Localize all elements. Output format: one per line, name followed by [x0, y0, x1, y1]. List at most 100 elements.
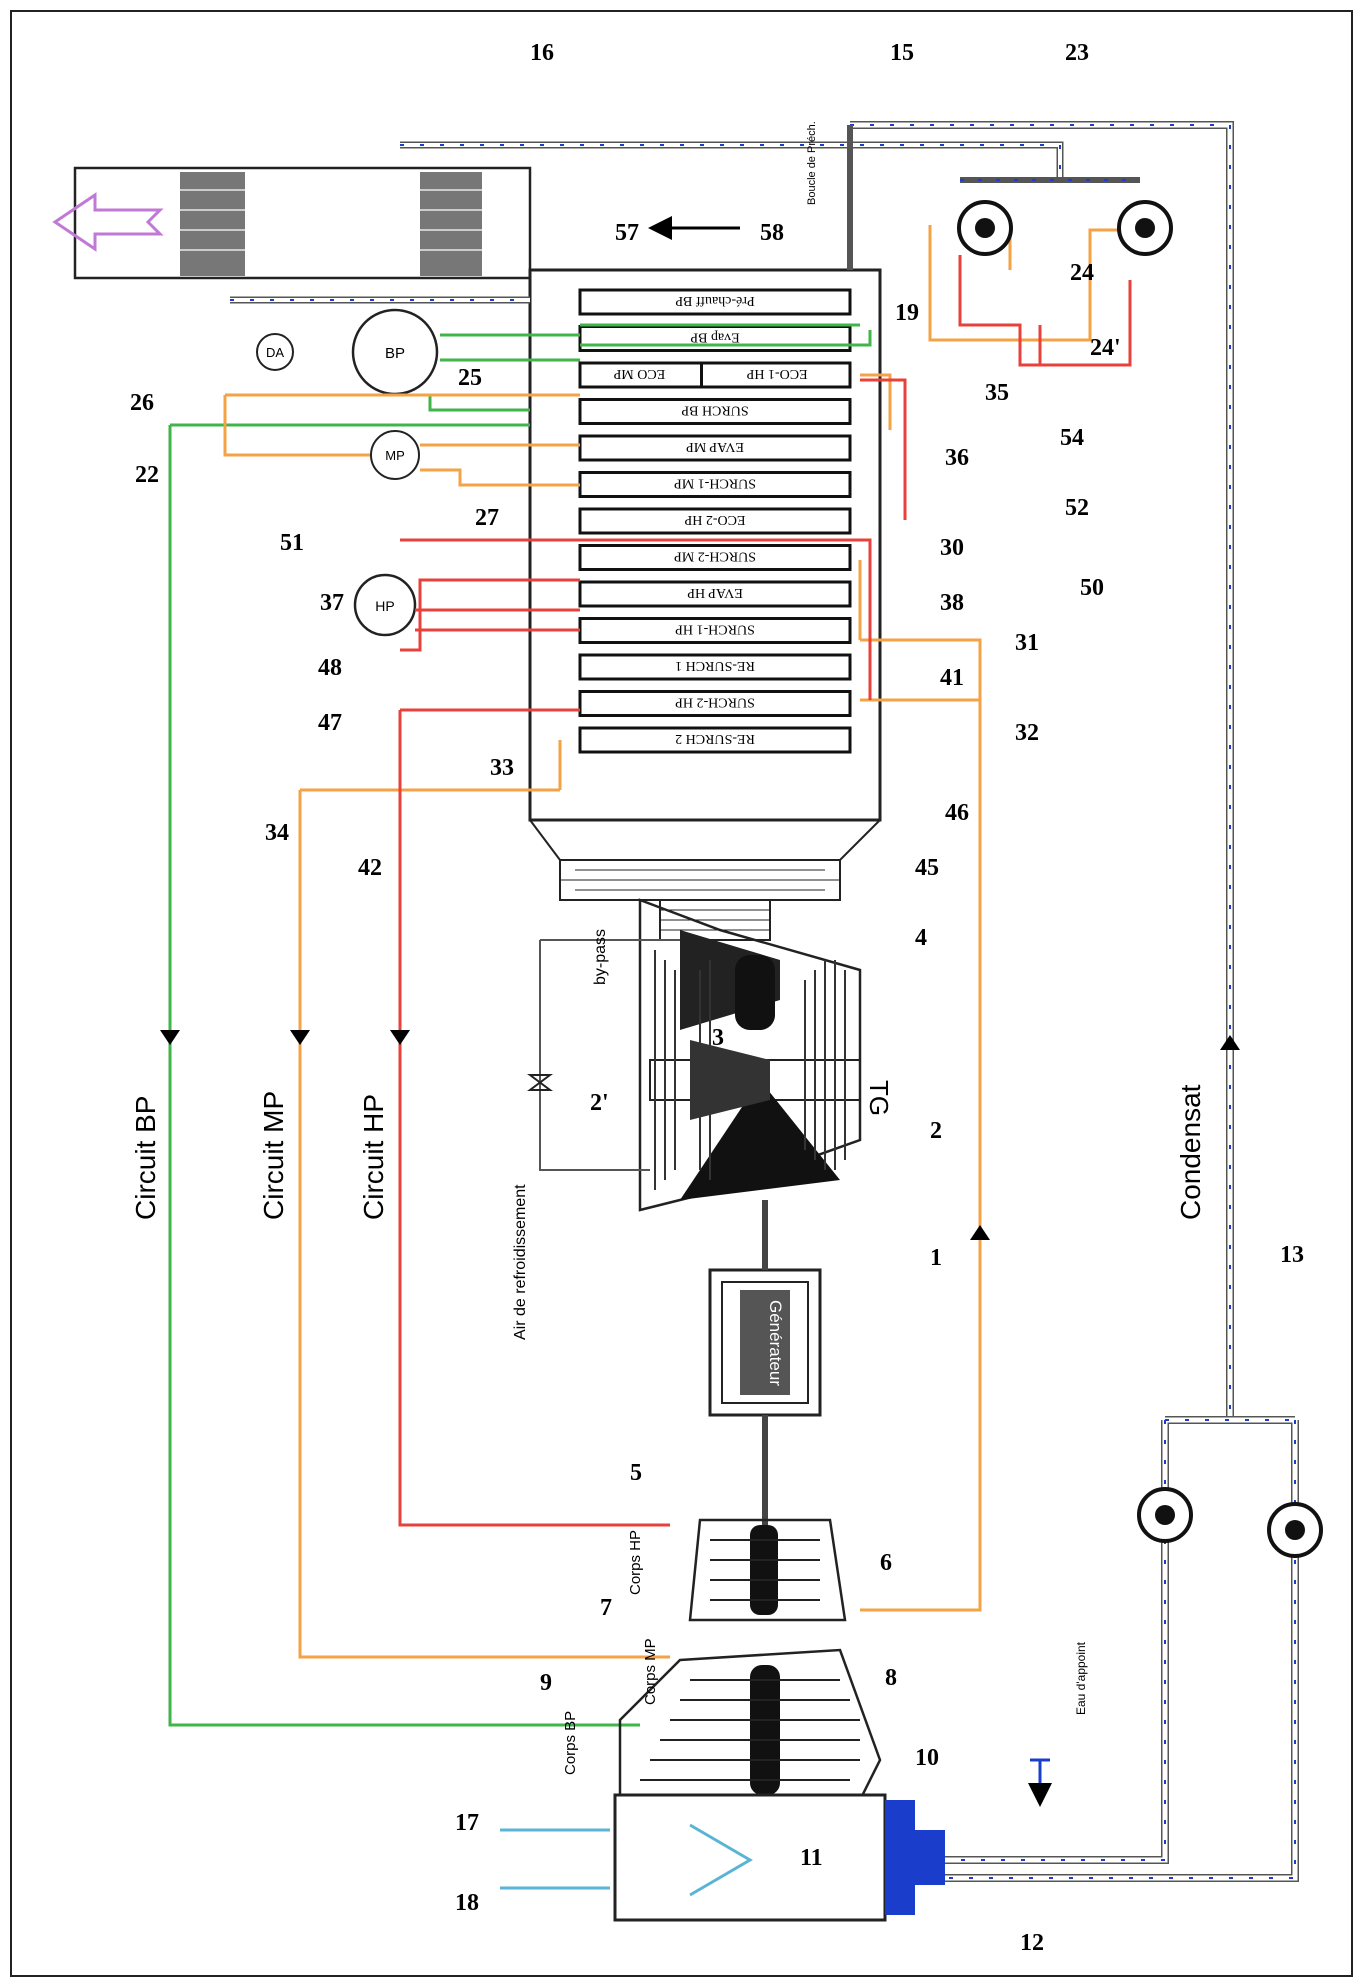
point-42: 42 [358, 855, 382, 881]
point-labels: 1 2 2' 3 4 5 6 7 8 9 10 11 12 13 15 16 1… [130, 40, 1304, 1956]
cooling-air-label: Air de refroidissement [512, 1184, 529, 1340]
circuit-bp-label: Circuit BP [130, 1096, 161, 1220]
hrsg-boiler [52, 166, 882, 941]
point-58: 58 [760, 220, 784, 246]
point-17: 17 [455, 1810, 479, 1836]
point-23: 23 [1065, 40, 1089, 66]
hrsg-module-label: SURCH-2 MP [674, 549, 756, 564]
point-8: 8 [885, 1665, 897, 1691]
point-52: 52 [1065, 495, 1089, 521]
hrsg-module-box [578, 690, 852, 717]
point-32: 32 [1015, 720, 1039, 746]
condensat-label: Condensat [1175, 1084, 1206, 1220]
makeup-water: Eau d'appoint [1028, 1641, 1088, 1807]
point-34: 34 [265, 820, 289, 846]
hrsg-module-label: Pré-chauff BP [675, 293, 755, 308]
point-3: 3 [712, 1025, 724, 1051]
bp-piping [168, 323, 872, 1727]
point-35: 35 [985, 380, 1009, 406]
hrsg-module-label: ECO MP [613, 366, 665, 381]
hrsg-module-label: EVAP MP [686, 439, 744, 454]
point-33: 33 [490, 755, 514, 781]
point-57: 57 [615, 220, 639, 246]
point-51: 51 [280, 530, 304, 556]
hrsg-module-box [578, 288, 852, 316]
point-5: 5 [630, 1460, 642, 1486]
point-10: 10 [915, 1745, 939, 1771]
point-15: 15 [890, 40, 914, 66]
point-47: 47 [318, 710, 342, 736]
point-54: 54 [1060, 425, 1084, 451]
point-12: 12 [1020, 1930, 1044, 1956]
hrsg-module-box [578, 726, 852, 754]
gas-turbine: TG by-pass Air de refroidissement [512, 898, 894, 1340]
corps-hp-label: Corps HP [627, 1530, 644, 1595]
point-27: 27 [475, 505, 499, 531]
drum-bp: BP [351, 308, 439, 396]
drum-hp-label: HP [375, 598, 394, 614]
hrsg-module-label: Evap BP [690, 330, 740, 345]
point-6: 6 [880, 1550, 892, 1576]
point-36: 36 [945, 445, 969, 471]
hrsg-module-label: ECO-1 HP [746, 366, 807, 381]
pump-feed-2-icon [1117, 200, 1173, 256]
hrsg-module-box [578, 544, 852, 571]
point-11: 11 [800, 1845, 823, 1871]
point-37: 37 [320, 590, 344, 616]
point-7: 7 [600, 1595, 612, 1621]
hrsg-modules: Pré-chauff BP Evap BP ECO MP ECO-1 HP SURCH … [578, 288, 852, 754]
bypass-valve-icon [527, 1074, 553, 1091]
mp-piping [223, 225, 1140, 1659]
steam-turbine-mp-bp: Corps MP Corps BP [562, 1638, 882, 1802]
hrsg-module-label: SURCH-1 MP [674, 476, 756, 491]
point-13: 13 [1280, 1242, 1304, 1268]
hrsg-module-box [578, 361, 852, 389]
hp-piping [398, 255, 1132, 1527]
pump-feed-1-icon [957, 200, 1013, 256]
condensate-piping [230, 121, 1299, 1882]
corps-mp-label: Corps MP [642, 1638, 659, 1705]
makeup-water-label: Eau d'appoint [1074, 1641, 1088, 1715]
diagram-frame [10, 10, 1353, 1977]
point-19: 19 [895, 300, 919, 326]
corps-bp-label: Corps BP [562, 1711, 579, 1775]
drum-mp: MP [370, 430, 420, 480]
point-2: 2 [930, 1118, 942, 1144]
hrsg-module-label: ECO-2 HP [684, 512, 745, 527]
drum-bp-label: BP [385, 345, 405, 362]
point-2p: 2' [590, 1090, 609, 1116]
point-26: 26 [130, 390, 154, 416]
point-38: 38 [940, 590, 964, 616]
hrsg-module-box [578, 471, 852, 498]
point-45: 45 [915, 855, 939, 881]
drum-da-label: DA [266, 345, 284, 360]
hrsg-module-label: EVAP HP [687, 585, 743, 600]
stack-silencer-left [180, 172, 245, 276]
drum-mp-label: MP [385, 448, 405, 463]
hrsg-module-label: SURCH BP [681, 403, 749, 418]
hrsg-module-label: SURCH-2 HP [675, 695, 755, 710]
pump-cond-1-icon [1137, 1487, 1193, 1543]
point-24: 24 [1070, 260, 1094, 286]
generator-label: Générateur [766, 1300, 785, 1386]
point-41: 41 [940, 665, 964, 691]
point-9: 9 [540, 1670, 552, 1696]
hrsg-module-label: SURCH-1 HP [675, 622, 755, 637]
tg-label: TG [864, 1080, 894, 1116]
hrsg-module-box [578, 653, 852, 681]
point-4: 4 [915, 925, 927, 951]
circuit-mp-label: Circuit MP [258, 1091, 289, 1220]
point-16: 16 [530, 40, 554, 66]
circuit-hp-label: Circuit HP [358, 1094, 389, 1220]
point-50: 50 [1080, 575, 1104, 601]
hrsg-module-box [578, 507, 852, 535]
steam-turbine-hp: Corps HP [627, 1518, 847, 1622]
point-1: 1 [930, 1245, 942, 1271]
hrsg-module-box [578, 617, 852, 644]
bypass-label: by-pass [592, 929, 609, 985]
hrsg-module-label: RE-SURCH 1 [675, 658, 755, 673]
point-24p: 24' [1090, 335, 1121, 361]
point-22: 22 [135, 462, 159, 488]
point-30: 30 [940, 535, 964, 561]
